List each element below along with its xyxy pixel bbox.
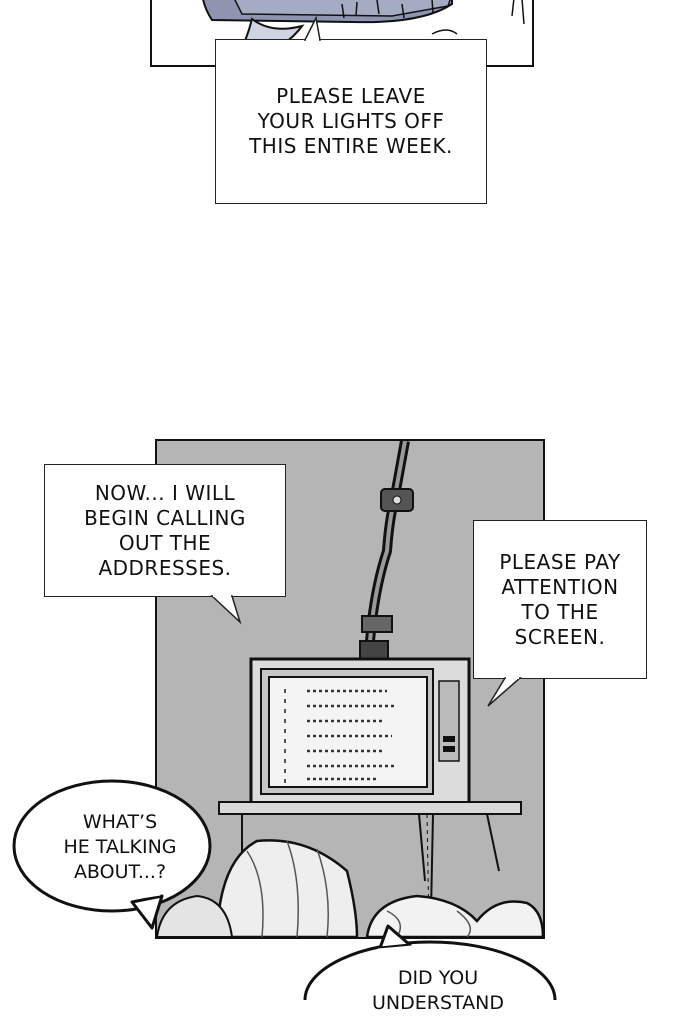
speech-did-you-understand: DID YOU UNDERSTAND <box>372 967 504 1014</box>
caption-pay-attention: PLEASE PAY ATTENTION TO THE SCREEN. <box>473 520 647 679</box>
caption-lights-off: PLEASE LEAVE YOUR LIGHTS OFF THIS ENTIRE… <box>215 39 487 204</box>
caption-calling-addresses: NOW... I WILL BEGIN CALLING OUT THE ADDR… <box>44 464 286 597</box>
speech-bubble-left <box>12 779 212 930</box>
speech-whats-he-talking: WHAT’S HE TALKING ABOUT...? <box>63 811 177 883</box>
speech-bubble-bottom <box>303 924 557 1000</box>
tv-panel-art <box>157 441 543 937</box>
